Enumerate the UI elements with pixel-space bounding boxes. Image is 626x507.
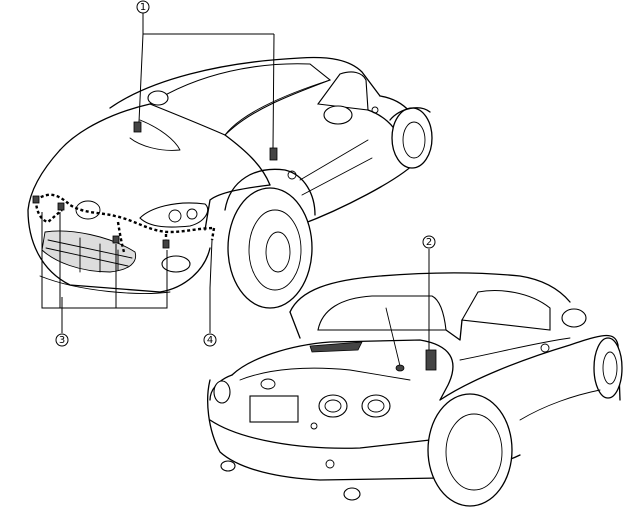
rear-car-front-wheel [593,337,623,399]
callout-2-label: 2 [426,237,432,248]
left-mirror [147,90,169,106]
rear-window [317,295,447,331]
front-wheel [227,187,313,309]
connector-3a [32,195,40,204]
rear-component-2 [425,349,437,371]
antenna [385,307,401,367]
callout-3-label: 3 [59,335,65,346]
callout-1-label: 1 [140,2,146,13]
right-mirror [323,105,353,125]
tail-lights [213,380,391,418]
front-grille [41,230,137,273]
side-window [316,71,369,111]
sensor-hood-right [269,147,278,161]
rear-wheel [391,107,433,169]
front-wiring-harness [35,193,215,234]
callout-3: 3 [55,333,69,347]
high-mount-brake-light [309,341,363,353]
front-view-car [27,56,433,309]
callout-2: 2 [422,235,436,249]
rear-side-window [461,290,551,331]
rear-view-car [207,272,623,507]
rear-license-plate [249,395,299,423]
callout-leaders [41,13,430,350]
callout-4: 4 [203,333,217,347]
connector-3d [162,239,170,249]
exhaust-right [343,487,361,501]
callout-4-label: 4 [207,335,213,346]
sensor-hood-left [133,121,142,133]
emblem [75,200,101,220]
windshield [148,63,332,136]
connector-3b [57,202,65,211]
connector-3c [112,235,120,244]
exhaust-left [220,460,236,472]
fog-light [161,255,191,273]
headlight [139,202,209,228]
callout-1: 1 [136,0,150,14]
rear-car-rear-wheel [427,393,513,507]
